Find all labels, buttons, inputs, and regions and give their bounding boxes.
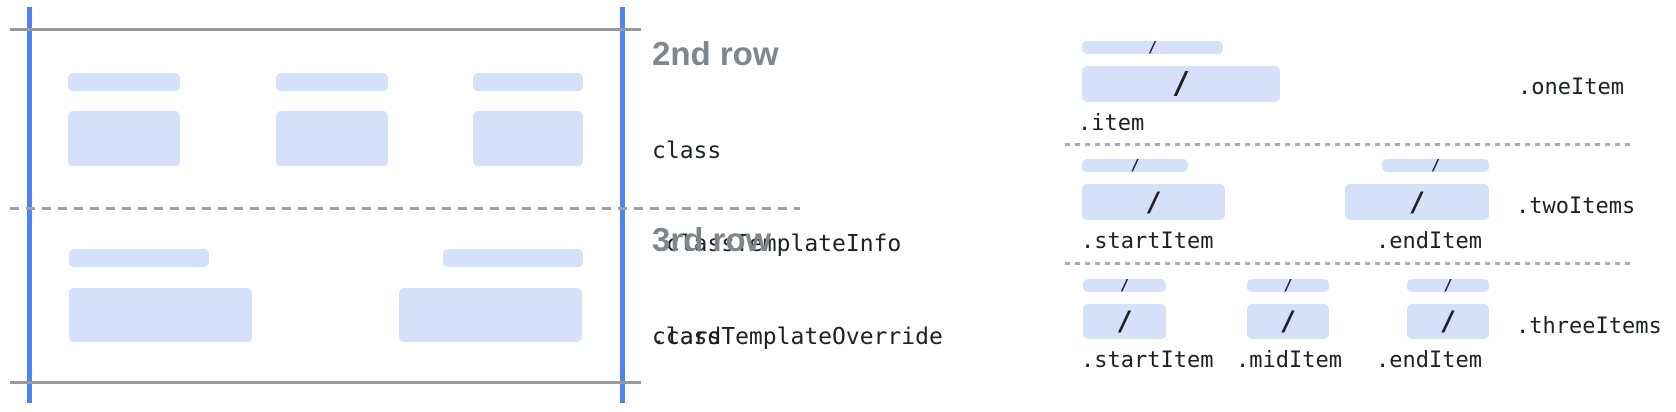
twoitems-start-label-bar: / [1082, 156, 1188, 174]
field-value-box [473, 111, 583, 166]
miditem-label: .midItem [1236, 348, 1342, 373]
item-label: .item [1078, 111, 1145, 136]
field-label-bar [276, 73, 388, 91]
text-placeholder-slash: / [1279, 306, 1297, 337]
text-placeholder-slash: / [1439, 306, 1457, 337]
text-placeholder-slash: / [1408, 186, 1426, 218]
field-label-bar [473, 73, 583, 91]
third-row-class-path: class .classTemplateInfo .cardTemplateOv… [652, 260, 984, 412]
text-placeholder-slash: / [1130, 156, 1140, 174]
text-placeholder-slash: / [1119, 276, 1130, 294]
card-bottom-edge-guide [10, 381, 641, 384]
class-path-line: class [652, 138, 722, 164]
twoitems-template-label: .twoItems [1516, 194, 1636, 219]
threeitems-start-label-bar: / [1083, 276, 1166, 294]
startitem-label: .startItem [1081, 229, 1214, 254]
card-right-edge-guide [620, 7, 625, 403]
field-label-bar [443, 249, 583, 267]
class-path-line: class [652, 324, 722, 350]
legend-divider [1065, 262, 1630, 265]
second-row-class-path: class .classTemplateInfo .cardTemplateOv… [652, 74, 984, 412]
twoitems-end-value-bar: / [1345, 184, 1489, 220]
startitem-label: .startItem [1081, 348, 1214, 373]
second-row-heading: 2nd row [652, 35, 779, 72]
field-label-bar [69, 249, 209, 267]
card-top-edge-guide [10, 28, 641, 31]
card-row-divider [10, 207, 800, 210]
field-value-box [68, 111, 180, 166]
text-placeholder-slash: / [1443, 276, 1453, 294]
text-placeholder-slash: / [1145, 186, 1162, 218]
enditem-label: .endItem [1376, 229, 1482, 254]
enditem-label: .endItem [1376, 348, 1482, 373]
oneitem-item-value-bar: / [1082, 66, 1280, 102]
oneitem-template-label: .oneItem [1518, 75, 1624, 100]
oneitem-item-label-bar: / [1082, 38, 1223, 56]
twoitems-start-value-bar: / [1082, 184, 1225, 220]
twoitems-end-label-bar: / [1382, 156, 1489, 174]
text-placeholder-slash: / [1430, 156, 1441, 174]
threeitems-mid-label-bar: / [1247, 276, 1329, 294]
threeitems-mid-value-bar: / [1247, 304, 1329, 339]
threeitems-end-label-bar: / [1407, 276, 1489, 294]
field-label-bar [68, 73, 180, 91]
card-left-edge-guide [27, 7, 32, 403]
third-row-heading: 3rd row [652, 221, 772, 258]
legend-divider [1065, 143, 1630, 146]
class-path-line: .cardTemplateOverride [652, 324, 943, 350]
field-value-box [69, 288, 252, 342]
text-placeholder-slash: / [1147, 38, 1158, 56]
threeitems-end-value-bar: / [1407, 304, 1489, 339]
class-path-line: .classTemplateInfo [652, 231, 902, 257]
threeitems-template-label: .threeItems [1516, 314, 1662, 339]
text-placeholder-slash: / [1283, 276, 1293, 294]
field-value-box [399, 288, 582, 342]
threeitems-start-value-bar: / [1083, 304, 1166, 339]
text-placeholder-slash: / [1171, 66, 1191, 101]
text-placeholder-slash: / [1116, 306, 1133, 337]
field-value-box [276, 111, 388, 166]
